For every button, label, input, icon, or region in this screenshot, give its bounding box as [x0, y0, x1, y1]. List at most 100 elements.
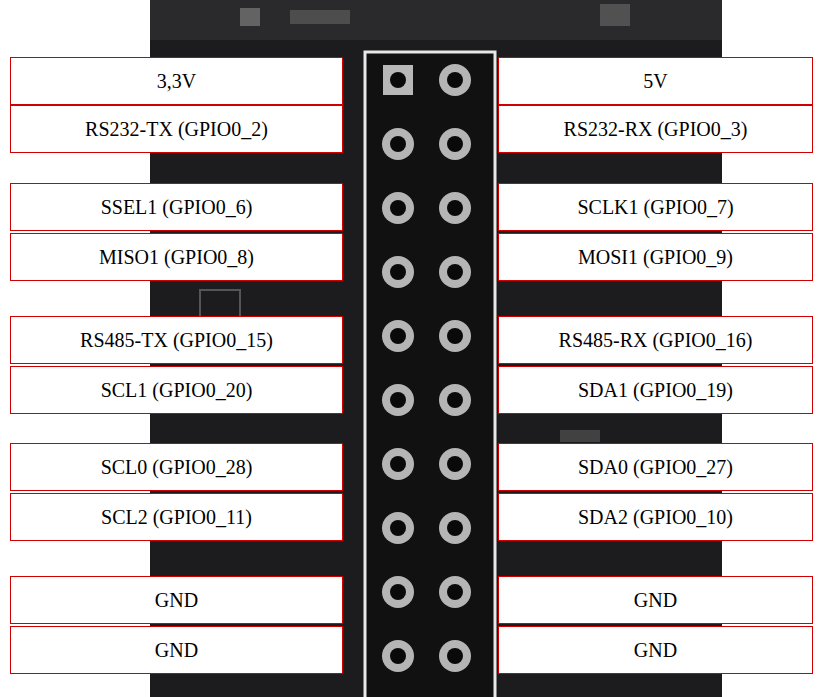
component: [290, 10, 350, 24]
pad: [382, 448, 414, 480]
hole: [390, 456, 406, 472]
hole: [390, 648, 406, 664]
pad: [439, 256, 471, 288]
pin-label: SCL1 (GPIO0_20): [101, 379, 253, 402]
pin-label-box: GND: [498, 626, 813, 674]
pin-label: SCLK1 (GPIO0_7): [577, 196, 733, 219]
pad: [382, 320, 414, 352]
pin-label: RS485-RX (GPIO0_16): [559, 329, 753, 352]
pin: [382, 640, 414, 672]
pad: [439, 384, 471, 416]
component: [240, 8, 260, 26]
trace: [560, 430, 600, 442]
pin-label-box: GND: [10, 576, 343, 624]
hole: [390, 72, 406, 88]
pad: [439, 640, 471, 672]
pin-label-box: GND: [498, 576, 813, 624]
hole: [390, 264, 406, 280]
pin-label: SCL2 (GPIO0_11): [101, 506, 252, 529]
pin-label: GND: [155, 639, 198, 662]
pin: [439, 320, 471, 352]
hole: [447, 392, 463, 408]
pin-label-box: RS232-RX (GPIO0_3): [498, 105, 813, 153]
pad: [382, 640, 414, 672]
pad: [382, 576, 414, 608]
pin-label: RS485-TX (GPIO0_15): [80, 329, 273, 352]
pad: [439, 512, 471, 544]
pin: [382, 576, 414, 608]
pin-label-box: SDA1 (GPIO0_19): [498, 366, 813, 414]
pin-label: RS232-TX (GPIO0_2): [85, 118, 268, 141]
pin: [382, 192, 414, 224]
pin-label: 5V: [643, 70, 667, 93]
hole: [447, 72, 463, 88]
pin: [439, 576, 471, 608]
pin: [439, 256, 471, 288]
pin-label: MISO1 (GPIO0_8): [99, 246, 254, 269]
pcb-edge: [150, 0, 722, 40]
pin-label: 3,3V: [157, 70, 196, 93]
hole: [447, 520, 463, 536]
pad: [439, 448, 471, 480]
pin: [382, 128, 414, 160]
pin-label: RS232-RX (GPIO0_3): [564, 118, 748, 141]
pin-label: SDA0 (GPIO0_27): [578, 456, 733, 479]
pin: [382, 256, 414, 288]
pad: [382, 128, 414, 160]
pin: [382, 448, 414, 480]
hole: [447, 328, 463, 344]
pin-label: GND: [634, 589, 677, 612]
hole: [447, 584, 463, 600]
pin-label-box: SSEL1 (GPIO0_6): [10, 183, 343, 231]
pin: [382, 384, 414, 416]
pin-label-box: RS485-RX (GPIO0_16): [498, 316, 813, 364]
pin-label-box: SCL1 (GPIO0_20): [10, 366, 343, 414]
pin-label-box: SDA0 (GPIO0_27): [498, 443, 813, 491]
pad: [382, 192, 414, 224]
pin: [439, 384, 471, 416]
hole: [390, 392, 406, 408]
hole: [390, 584, 406, 600]
hole: [447, 456, 463, 472]
pin-label: SSEL1 (GPIO0_6): [101, 196, 253, 219]
hole: [447, 648, 463, 664]
pin: [439, 512, 471, 544]
pad: [439, 192, 471, 224]
pin-label-box: RS232-TX (GPIO0_2): [10, 105, 343, 153]
pad: [382, 512, 414, 544]
pin: [382, 320, 414, 352]
pad: [439, 320, 471, 352]
pin-label-box: MOSI1 (GPIO0_9): [498, 233, 813, 281]
hole: [447, 264, 463, 280]
pin-label-box: SDA2 (GPIO0_10): [498, 493, 813, 541]
hole: [390, 200, 406, 216]
pin-label: MOSI1 (GPIO0_9): [578, 246, 733, 269]
pin: [439, 128, 471, 160]
pin: [383, 65, 413, 95]
hole: [447, 136, 463, 152]
pin-label-box: SCL2 (GPIO0_11): [10, 493, 343, 541]
component: [600, 4, 630, 26]
pin-label-box: 5V: [498, 57, 813, 105]
pad: [439, 576, 471, 608]
pad: [439, 64, 471, 96]
pin-label-box: 3,3V: [10, 57, 343, 105]
pin: [439, 64, 471, 96]
pin: [439, 448, 471, 480]
pin-label: SDA1 (GPIO0_19): [578, 379, 733, 402]
pin-label-box: RS485-TX (GPIO0_15): [10, 316, 343, 364]
pin-label: GND: [634, 639, 677, 662]
pin-label-box: MISO1 (GPIO0_8): [10, 233, 343, 281]
pin-label: SDA2 (GPIO0_10): [578, 506, 733, 529]
hole: [447, 200, 463, 216]
pin: [382, 512, 414, 544]
hole: [390, 136, 406, 152]
pin: [439, 192, 471, 224]
pins: [382, 64, 471, 672]
hole: [390, 520, 406, 536]
pin-label: GND: [155, 589, 198, 612]
header-outline: [365, 52, 495, 697]
pin-label-box: SCL0 (GPIO0_28): [10, 443, 343, 491]
hole: [390, 328, 406, 344]
